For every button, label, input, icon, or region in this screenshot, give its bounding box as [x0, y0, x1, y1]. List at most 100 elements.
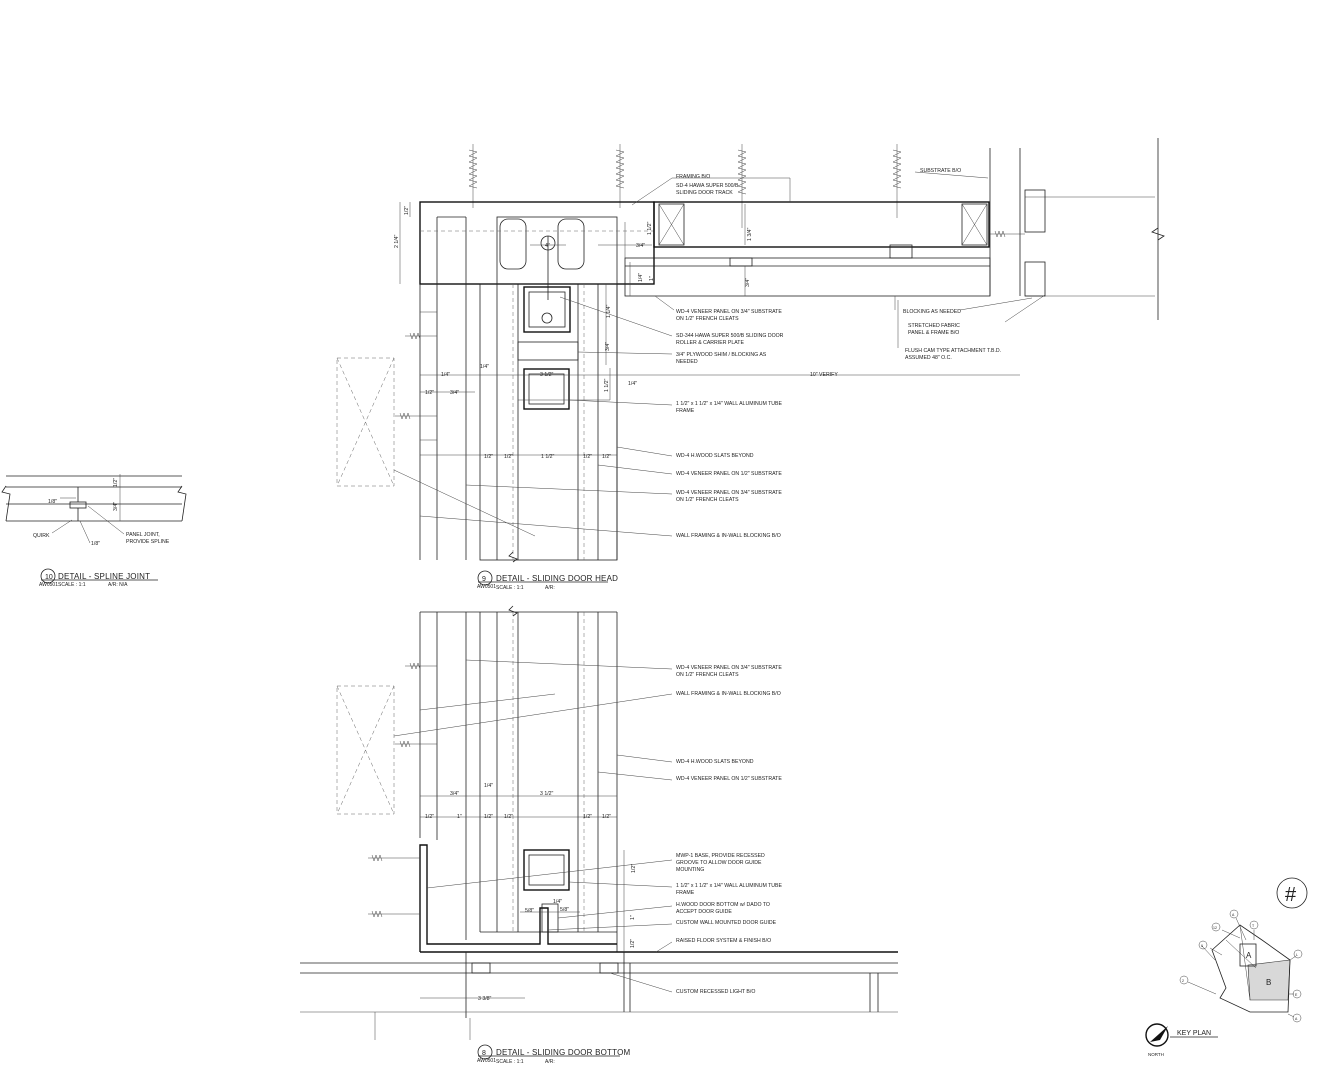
hash-symbol: # — [1285, 884, 1297, 906]
head-dim-1-4-c: 1/4" — [480, 364, 489, 370]
hash-symbol-circle — [1276, 877, 1308, 909]
grid-bubble-l: L — [1296, 953, 1298, 957]
head-dim-1-2-d: 1/2" — [583, 454, 592, 460]
head-note-veneer34b-1: WD-4 VENEER PANEL ON 3/4" SUBSTRATE — [676, 490, 782, 496]
spline-detail-ref: AW0501 — [39, 582, 58, 588]
bottom-dim-1-2-b: 1/2" — [484, 814, 493, 820]
bottom-dim-1-2-d: 1/2" — [583, 814, 592, 820]
spline-dim-1-8-b: 1/8" — [91, 541, 100, 547]
head-note-roller-2: ROLLER & CARRIER PLATE — [676, 340, 744, 346]
bottom-note-veneer34-2: ON 1/2" FRENCH CLEATS — [676, 672, 739, 678]
head-dim-2-1-4: 2 1/4" — [394, 234, 400, 248]
head-detail-scale: SCALE : 1:1 — [496, 585, 524, 591]
spline-dim-3-4: 3/4" — [113, 502, 119, 511]
head-note-wallframing: WALL FRAMING & IN-WALL BLOCKING B/O — [676, 533, 781, 539]
key-plan-outline — [1211, 924, 1291, 1013]
head-dim-1-2-a: 1/2" — [425, 390, 434, 396]
bottom-note-slats: WD-4 H.WOOD SLATS BEYOND — [676, 759, 754, 765]
bottom-dim-3-1-2: 3 1/2" — [540, 791, 554, 797]
head-dim-1-1-4: 1 1/4" — [606, 304, 612, 318]
head-detail-number: 9 — [482, 576, 486, 583]
head-title-block: 9 AW0501 DETAIL - SLIDING DOOR HEAD SCAL… — [477, 570, 618, 591]
grid-bubble-a-bottom: A — [1295, 1017, 1298, 1021]
head-note-fabric-2: PANEL & FRAME B/O — [908, 330, 959, 336]
door-head-notes: FRAMING B/O SD-4 HAWA SUPER 500/B SLIDIN… — [676, 168, 1001, 539]
grid-bubble-a-top: A — [1232, 913, 1235, 917]
bottom-dim-3-3-8: 3 3/8" — [478, 996, 492, 1002]
head-note-tube-1: 1 1/2" x 1 1/2" x 1/4" WALL ALUMINUM TUB… — [676, 401, 782, 407]
head-dim-1-2-e: 1/2" — [602, 454, 611, 460]
head-dim-1-2-top: 1/2" — [404, 206, 410, 215]
head-note-tube-2: FRAME — [676, 408, 695, 414]
bottom-dim-1-2-f: 1/2" — [630, 939, 636, 948]
head-detail-title: DETAIL - SLIDING DOOR HEAD — [496, 574, 618, 583]
bottom-note-base-1: MWP-1 BASE, PROVIDE RECESSED — [676, 853, 765, 859]
head-note-substrate: SUBSTRATE B/O — [920, 168, 961, 174]
grid-bubble-e: E — [1295, 993, 1298, 997]
north-arrow-pointer-icon — [1150, 1026, 1168, 1042]
head-note-track-1: SD-4 HAWA SUPER 500/B — [676, 183, 739, 189]
head-note-roller-1: SD-344 HAWA SUPER 500/B SLIDING DOOR — [676, 333, 784, 339]
head-note-slats: WD-4 H.WOOD SLATS BEYOND — [676, 453, 754, 459]
bottom-note-dado-1: H.WOOD DOOR BOTTOM w/ DADO TO — [676, 902, 770, 908]
bottom-note-base-2: GROOVE TO ALLOW DOOR GUIDE — [676, 860, 762, 866]
bottom-detail-scale: SCALE : 1:1 — [496, 1059, 524, 1065]
head-note-veneer34-2: ON 1/2" FRENCH CLEATS — [676, 316, 739, 322]
head-dim-1-1-2-a: 1 1/2" — [647, 221, 653, 235]
head-dim-1-4-b: 1/4" — [628, 381, 637, 387]
head-note-fabric-1: STRETCHED FABRIC — [908, 323, 960, 329]
head-dim-1-2-b: 1/2" — [484, 454, 493, 460]
bottom-note-guide: CUSTOM WALL MOUNTED DOOR GUIDE — [676, 920, 777, 926]
spline-joint-detail: 1/2" 3/4" 1/8" QUIRK PANEL JOINT, PROVID… — [1, 474, 187, 547]
key-plan-zone-a: A — [1246, 951, 1252, 960]
bottom-note-light: CUSTOM RECESSED LIGHT B/O — [676, 989, 755, 995]
bottom-dim-1: 1" — [457, 814, 462, 820]
head-note-cam-1: FLUSH CAM TYPE ATTACHMENT T.B.D. — [905, 348, 1001, 354]
bottom-detail-ref: AW0501 — [477, 1058, 496, 1064]
spline-detail-number: 10 — [45, 574, 53, 581]
spline-detail-ar: A/R: N/A — [108, 582, 128, 588]
head-note-blocking: BLOCKING AS NEEDED — [903, 309, 961, 315]
door-bottom-dimensions: 3/4" 1/4" 3 1/2" 1/2" 1" 1/2" 1/2" 1/2" … — [425, 783, 637, 1002]
bottom-dim-3-4: 3/4" — [450, 791, 459, 797]
bottom-note-wallframing: WALL FRAMING & IN-WALL BLOCKING B/O — [676, 691, 781, 697]
bottom-note-tube-1: 1 1/2" x 1 1/2" x 1/4" WALL ALUMINUM TUB… — [676, 883, 782, 889]
head-dim-1-1-2-b: 1 1/2" — [604, 378, 610, 392]
spline-note-panel-joint-2: PROVIDE SPLINE — [126, 539, 170, 545]
head-dim-1-2-c: 1/2" — [504, 454, 513, 460]
bottom-detail-ar: A/R: — [545, 1059, 555, 1065]
head-dim-3-4-a: 3/4" — [636, 243, 645, 249]
head-note-veneer34-1: WD-4 VENEER PANEL ON 3/4" SUBSTRATE — [676, 309, 782, 315]
grid-bubble-6: 6 — [1201, 944, 1203, 948]
bottom-dim-1-4-b: 1/4" — [553, 899, 562, 905]
bottom-dim-1-2-c: 1/2" — [504, 814, 513, 820]
bottom-note-veneer12: WD-4 VENEER PANEL ON 1/2" SUBSTRATE — [676, 776, 782, 782]
spline-title-block: 10 AW0501 DETAIL - SPLINE JOINT SCALE : … — [39, 568, 158, 588]
key-plan-zone-b: B — [1266, 978, 1271, 987]
head-dim-1-4-d: 1/4" — [441, 372, 450, 378]
head-dim-3-4-d: 3/4" — [450, 390, 459, 396]
head-dim-4: 4" — [545, 243, 550, 249]
head-dim-1-1-2-c: 1 1/2" — [541, 454, 555, 460]
grid-bubble-t: T — [1252, 924, 1255, 928]
head-dim-3-4-c: 3/4" — [605, 342, 611, 351]
head-note-veneer12: WD-4 VENEER PANEL ON 1/2" SUBSTRATE — [676, 471, 782, 477]
head-note-framing: FRAMING B/O — [676, 174, 710, 180]
spline-note-quirk: QUIRK — [33, 533, 50, 539]
spline-dim-1-8-a: 1/8" — [48, 499, 57, 505]
bottom-note-veneer34-1: WD-4 VENEER PANEL ON 3/4" SUBSTRATE — [676, 665, 782, 671]
head-dim-1-a: 1" — [649, 276, 655, 281]
spline-dim-1-2: 1/2" — [113, 478, 119, 487]
head-dim-1-3-4: 1 3/4" — [747, 227, 753, 241]
bottom-dim-1-2-e: 1/2" — [602, 814, 611, 820]
north-label: NORTH — [1148, 1052, 1164, 1057]
head-note-veneer34b-2: ON 1/2" FRENCH CLEATS — [676, 497, 739, 503]
door-bottom-detail — [300, 605, 898, 1040]
spline-detail-scale: SCALE : 1:1 — [58, 582, 86, 588]
head-dim-1-4-a: 1/4" — [638, 273, 644, 282]
door-head-dimensions: 1/2" 2 1/4" 4" 3/4" 1 1/2" 1 3/4" 1/4" 1… — [394, 206, 838, 460]
grid-bubble-2: 2 — [1182, 979, 1184, 983]
bottom-title-block: 8 AW0501 DETAIL - SLIDING DOOR BOTTOM SC… — [477, 1044, 630, 1065]
bottom-note-dado-2: ACCEPT DOOR GUIDE — [676, 909, 732, 915]
